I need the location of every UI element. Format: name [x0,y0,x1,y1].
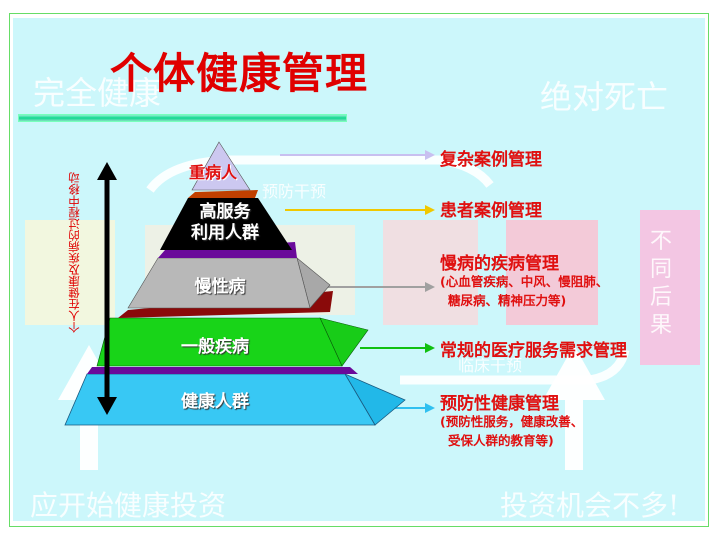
bg-text-invest-few: 投资机会不多! [500,489,680,522]
pyramid-label-critical: 重病人 [189,163,238,182]
pyramid-label-high-service: 高服务 利用人群 [170,202,280,244]
bg-box-pink2 [506,220,598,325]
preventive-detail: (预防性服务，健康改善、 受保人群的教育等) [440,412,583,450]
arrow-down-icon [97,397,117,415]
bg-text-prevent: 预防干预 [262,182,327,201]
bg-text-outcome: 不同后果 [650,229,673,338]
layer-high-service [160,198,292,250]
strip-orange [188,190,258,198]
bg-box-yellow [25,220,115,325]
layer-critical [191,141,251,191]
detail-line: 糖尿病、精神压力等) [448,293,567,308]
label-complex-case: 复杂案例管理 [440,150,542,170]
bg-up-arrow-right [543,345,605,470]
detail-line: (预防性服务，健康改善、 [440,414,584,429]
pyramid-label-chronic: 慢性病 [194,277,246,297]
bg-text-clinical: 临床干预 [458,356,523,375]
arrowhead [425,150,435,160]
arrowhead [425,343,435,353]
slide-frame [9,13,709,527]
strip-purple-bottom [87,367,358,374]
arrow-up-icon [97,162,117,180]
layer-general [96,317,343,367]
detail-line: (心血管疾病、中风、慢阻肺、 [440,274,609,289]
bg-text-death: 绝对死亡 [540,78,669,116]
arrowhead [425,403,435,413]
bg-text-full-health: 完全健康 [33,74,162,112]
title-underline [18,114,347,122]
pyramid-label-healthy: 健康人群 [181,392,249,412]
detail-line: 受保人群的教育等) [448,433,554,448]
label-preventive-mgmt: 预防性健康管理 [440,394,559,414]
arrowhead [425,282,435,292]
label-patient-case: 患者案例管理 [440,201,542,221]
pyramid-label-line: 高服务 [199,202,251,222]
label-chronic-mgmt: 慢病的疾病管理 [440,254,559,274]
slide-title: 个体健康管理 [110,49,369,98]
pyramid-label-general: 一般疾病 [181,337,249,357]
bg-text-invest-start: 应开始健康投资 [30,489,227,522]
connector-arrows [280,150,435,413]
pyramid-label-line: 利用人群 [191,223,259,243]
label-routine-mgmt: 常规的医疗服务需求管理 [440,341,627,361]
vertical-caption: 个人在健康及疾病的过程中移动 [67,172,81,333]
bg-box-pink1 [383,220,478,325]
arrowhead [425,205,435,215]
chronic-detail: (心血管疾病、中风、慢阻肺、 糖尿病、精神压力等) [440,272,608,310]
bg-box-outcome [640,210,700,365]
